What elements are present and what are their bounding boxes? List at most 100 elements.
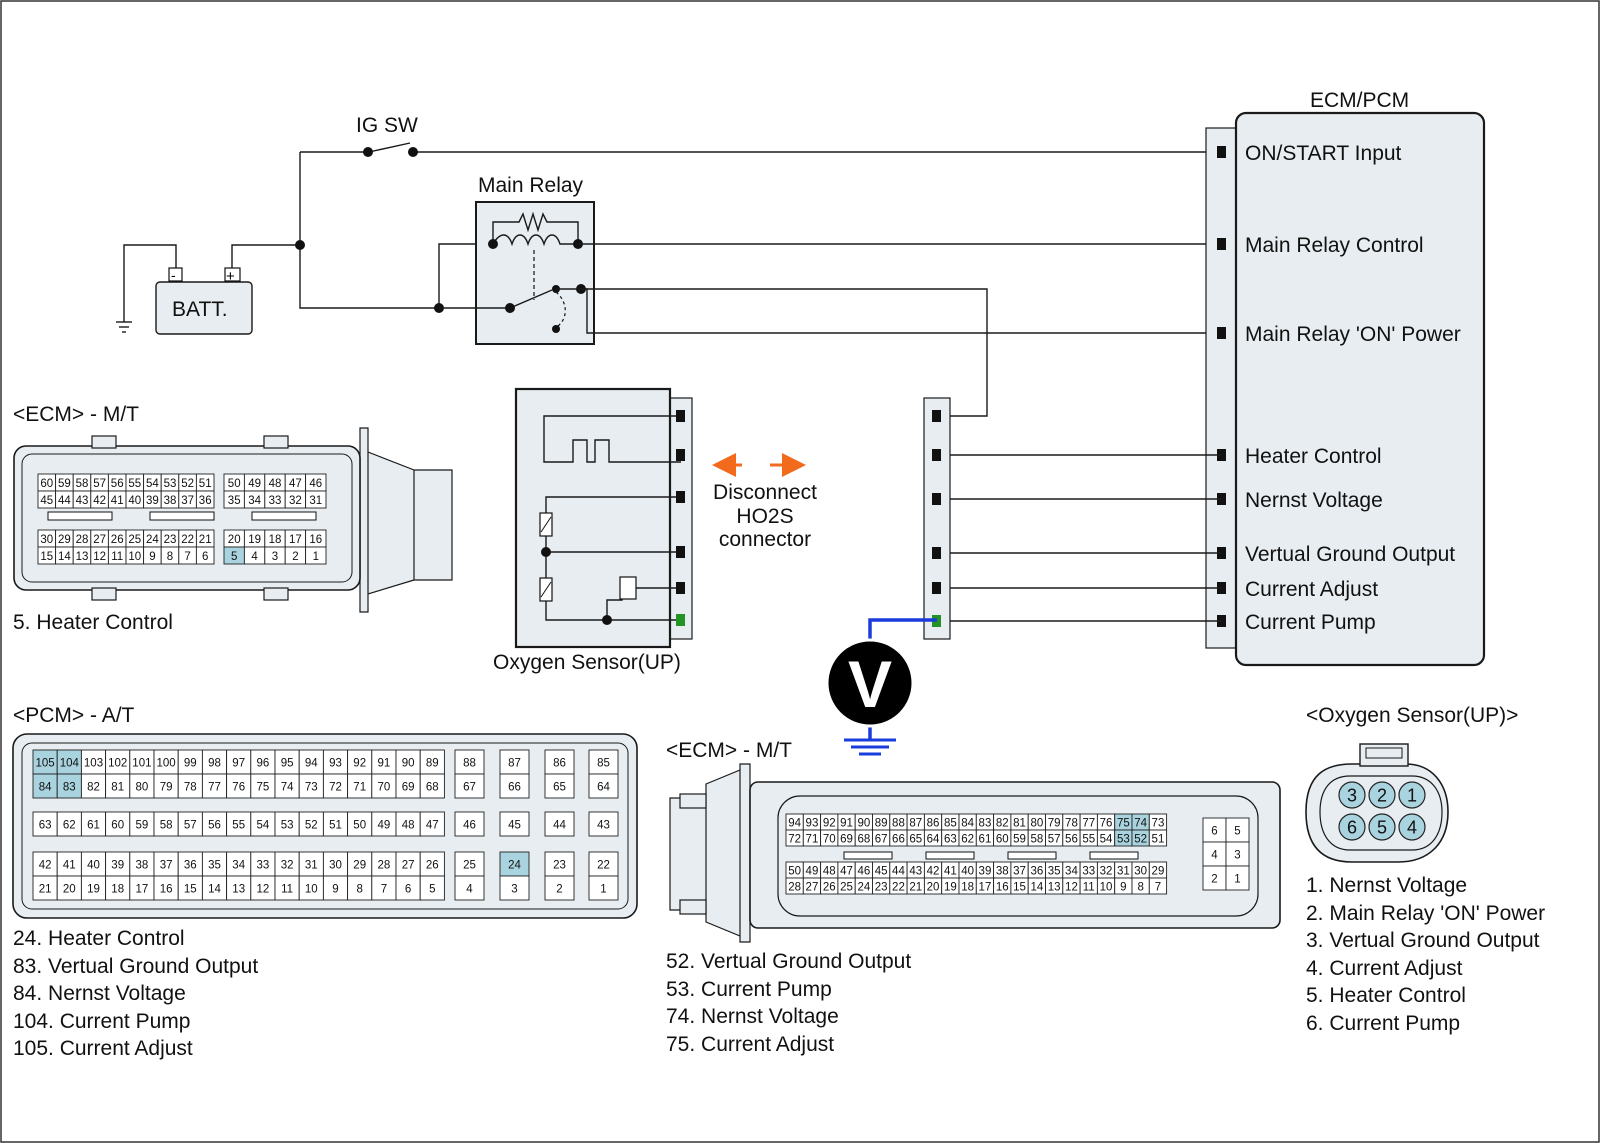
pin-number: 98 [208,758,221,770]
pin-number: 68 [857,834,870,846]
pin-number: 61 [87,820,100,832]
pin-cell [195,546,215,565]
pin-number: 12 [1065,882,1078,894]
o2-pin [1338,781,1366,809]
pin-number: 11 [281,884,293,896]
disconnect-note-line2: HO2S [736,505,793,528]
pin-number: 29 [58,534,71,546]
pin-number: 25 [128,534,141,546]
pin-cell [195,490,215,509]
pin-cell [419,749,445,775]
harness-terminal [932,493,941,505]
ecm-mt-center-latch [679,793,707,809]
pin-number: 10 [128,551,141,563]
pin-number: 33 [257,860,270,872]
pin-number: 26 [823,882,836,894]
pin-number: 84 [961,818,974,830]
pin-number: 42 [39,860,52,872]
pin-number: 2 [1211,874,1217,886]
pin-cell [499,773,530,799]
pin-number: 104 [60,758,80,770]
o2-pin [1398,813,1426,841]
pin-number: 79 [1048,818,1061,830]
pin-cell [1148,829,1168,847]
pin-number: 54 [146,478,159,490]
circuit-schematic: IG SW - + BATT. Main Relay [116,89,1486,756]
relay-throw-arc [555,291,566,327]
pin-cell [395,875,421,901]
pin-number: 48 [402,820,415,832]
pin-number: 21 [909,882,922,894]
pin-number: 52 [305,820,318,832]
ecm-pin-label: Current Pump [1245,611,1376,634]
pin-cell [588,851,619,877]
pin-cell [419,811,445,837]
pin-number: 4 [466,884,473,896]
pin-number: 76 [232,782,245,794]
pin-cell [454,773,485,799]
pin-number: 6 [1211,826,1217,838]
pin-number: 94 [305,758,318,770]
pin-cell [298,749,324,775]
ecm-mt-center-legend-item: 52. Vertual Ground Output [666,950,911,973]
harness-terminal [932,547,941,559]
battery-label: BATT. [172,298,228,321]
ecm-mt-left-key [47,511,113,521]
o2-pin-number: 6 [1347,818,1357,838]
ecm-mt-left-latch [263,435,289,449]
ecm-terminal [1217,238,1226,250]
pin-number: 3 [272,551,278,563]
pin-number: 80 [1030,818,1043,830]
pin-number: 19 [248,534,261,546]
pin-number: 19 [944,882,957,894]
pin-number: 65 [909,834,922,846]
pin-cell [32,749,58,775]
pin-number: 24 [508,860,521,872]
pin-cell [454,811,485,837]
pin-number: 19 [87,884,100,896]
pin-number: 27 [806,882,819,894]
pin-cell [499,875,530,901]
pcm-at-title: <PCM> - A/T [13,704,135,727]
pin-number: 3 [1234,850,1240,862]
ecm-mt-center-key [843,851,893,860]
pin-number: 15 [184,884,197,896]
voltmeter-icon [825,638,915,728]
pin-cell [347,773,373,799]
pin-cell [153,851,179,877]
pin-cell [226,773,252,799]
pin-cell [32,811,58,837]
pin-number: 56 [208,820,221,832]
pin-number: 30 [329,860,342,872]
pin-number: 69 [402,782,415,794]
pin-number: 54 [257,820,270,832]
pin-number: 7 [1155,882,1161,894]
pin-number: 41 [63,860,76,872]
ecm-terminal [1217,327,1226,339]
pin-number: 96 [257,758,270,770]
pin-cell [322,811,349,837]
pin-cell [395,851,421,877]
pin-cell [274,749,300,775]
ecm-mt-center-key [925,851,975,860]
pin-number: 78 [1065,818,1078,830]
pin-cell [544,773,575,799]
pin-number: 52 [181,478,194,490]
pin-number: 56 [111,478,124,490]
ecm-mt-center-legend-item: 53. Current Pump [666,978,832,1001]
o2-sensor-label: Oxygen Sensor(UP) [493,651,681,674]
pin-cell [419,773,445,799]
pin-cell [80,811,107,837]
ecm-mt-left-shell [359,427,453,613]
pin-number: 13 [232,884,245,896]
pin-number: 54 [1100,834,1113,846]
pin-number: 12 [93,551,106,563]
pin-number: 25 [463,860,476,872]
pin-number: 73 [1152,818,1165,830]
pin-number: 40 [87,860,100,872]
pin-number: 31 [305,860,318,872]
pin-number: 40 [128,495,141,507]
pin-cell [32,851,58,877]
pin-cell [226,851,252,877]
